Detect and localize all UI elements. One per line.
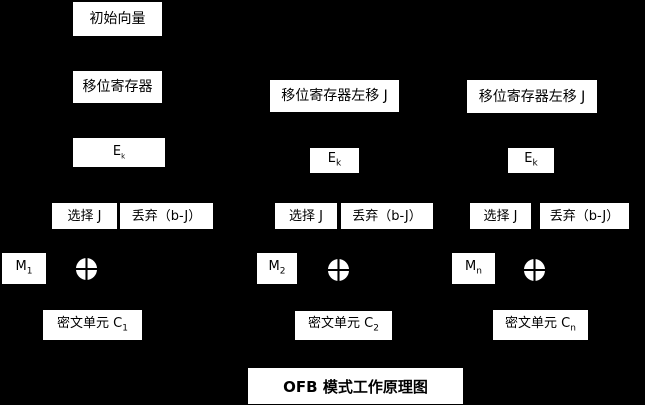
select-box-2: 选择 J xyxy=(275,203,337,229)
shift-register-box-2: 移位寄存器左移 J xyxy=(270,80,399,112)
message-label-3: Mn xyxy=(465,259,482,277)
ciphertext-box-1: 密文单元 C1 xyxy=(43,310,142,340)
diagram-title: OFB 模式工作原理图 xyxy=(283,377,428,396)
message-label-1: M1 xyxy=(15,259,33,277)
ciphertext-label-3: 密文单元 Cn xyxy=(505,315,576,334)
select-box-3: 选择 J xyxy=(470,203,531,229)
encrypt-box-2: Ek xyxy=(310,148,359,173)
initial-vector-box: 初始向量 xyxy=(73,2,162,36)
discard-box-1: 丢弃（b-J） xyxy=(120,203,213,229)
encrypt-box-3: Ek xyxy=(508,148,554,173)
discard-label-1: 丢弃（b-J） xyxy=(131,208,202,224)
encrypt-label-2: Ek xyxy=(327,151,342,169)
encrypt-box-1: Ek xyxy=(73,138,165,167)
select-label-2: 选择 J xyxy=(289,208,323,224)
discard-label-2: 丢弃（b-J） xyxy=(352,208,422,224)
ciphertext-label-1: 密文单元 C1 xyxy=(57,315,128,334)
select-label-1: 选择 J xyxy=(67,208,102,224)
xor-icon xyxy=(75,257,98,281)
discard-label-3: 丢弃（b-J） xyxy=(549,208,620,224)
shift-register-label-1: 移位寄存器 xyxy=(82,79,153,95)
xor-icon xyxy=(523,258,546,282)
shift-register-box-1: 移位寄存器 xyxy=(73,71,162,103)
ciphertext-label-2: 密文单元 C2 xyxy=(308,316,379,334)
xor-icon xyxy=(327,258,350,282)
encrypt-label-1: Ek xyxy=(112,143,126,161)
message-label-2: M2 xyxy=(268,259,286,277)
message-box-3: Mn xyxy=(452,253,495,284)
initial-vector-label: 初始向量 xyxy=(89,11,146,27)
discard-box-3: 丢弃（b-J） xyxy=(540,203,629,229)
message-box-1: M1 xyxy=(2,253,46,284)
ciphertext-box-3: 密文单元 Cn xyxy=(493,310,588,340)
encrypt-label-3: Ek xyxy=(524,151,538,169)
discard-box-2: 丢弃（b-J） xyxy=(341,203,433,229)
select-label-3: 选择 J xyxy=(483,208,518,224)
shift-register-label-2: 移位寄存器左移 J xyxy=(281,88,388,104)
message-box-2: M2 xyxy=(257,253,297,284)
select-box-1: 选择 J xyxy=(52,203,117,229)
shift-register-label-3: 移位寄存器左移 J xyxy=(478,88,586,105)
ciphertext-box-2: 密文单元 C2 xyxy=(295,311,392,340)
diagram-title-box: OFB 模式工作原理图 xyxy=(248,368,463,404)
shift-register-box-3: 移位寄存器左移 J xyxy=(467,80,597,113)
